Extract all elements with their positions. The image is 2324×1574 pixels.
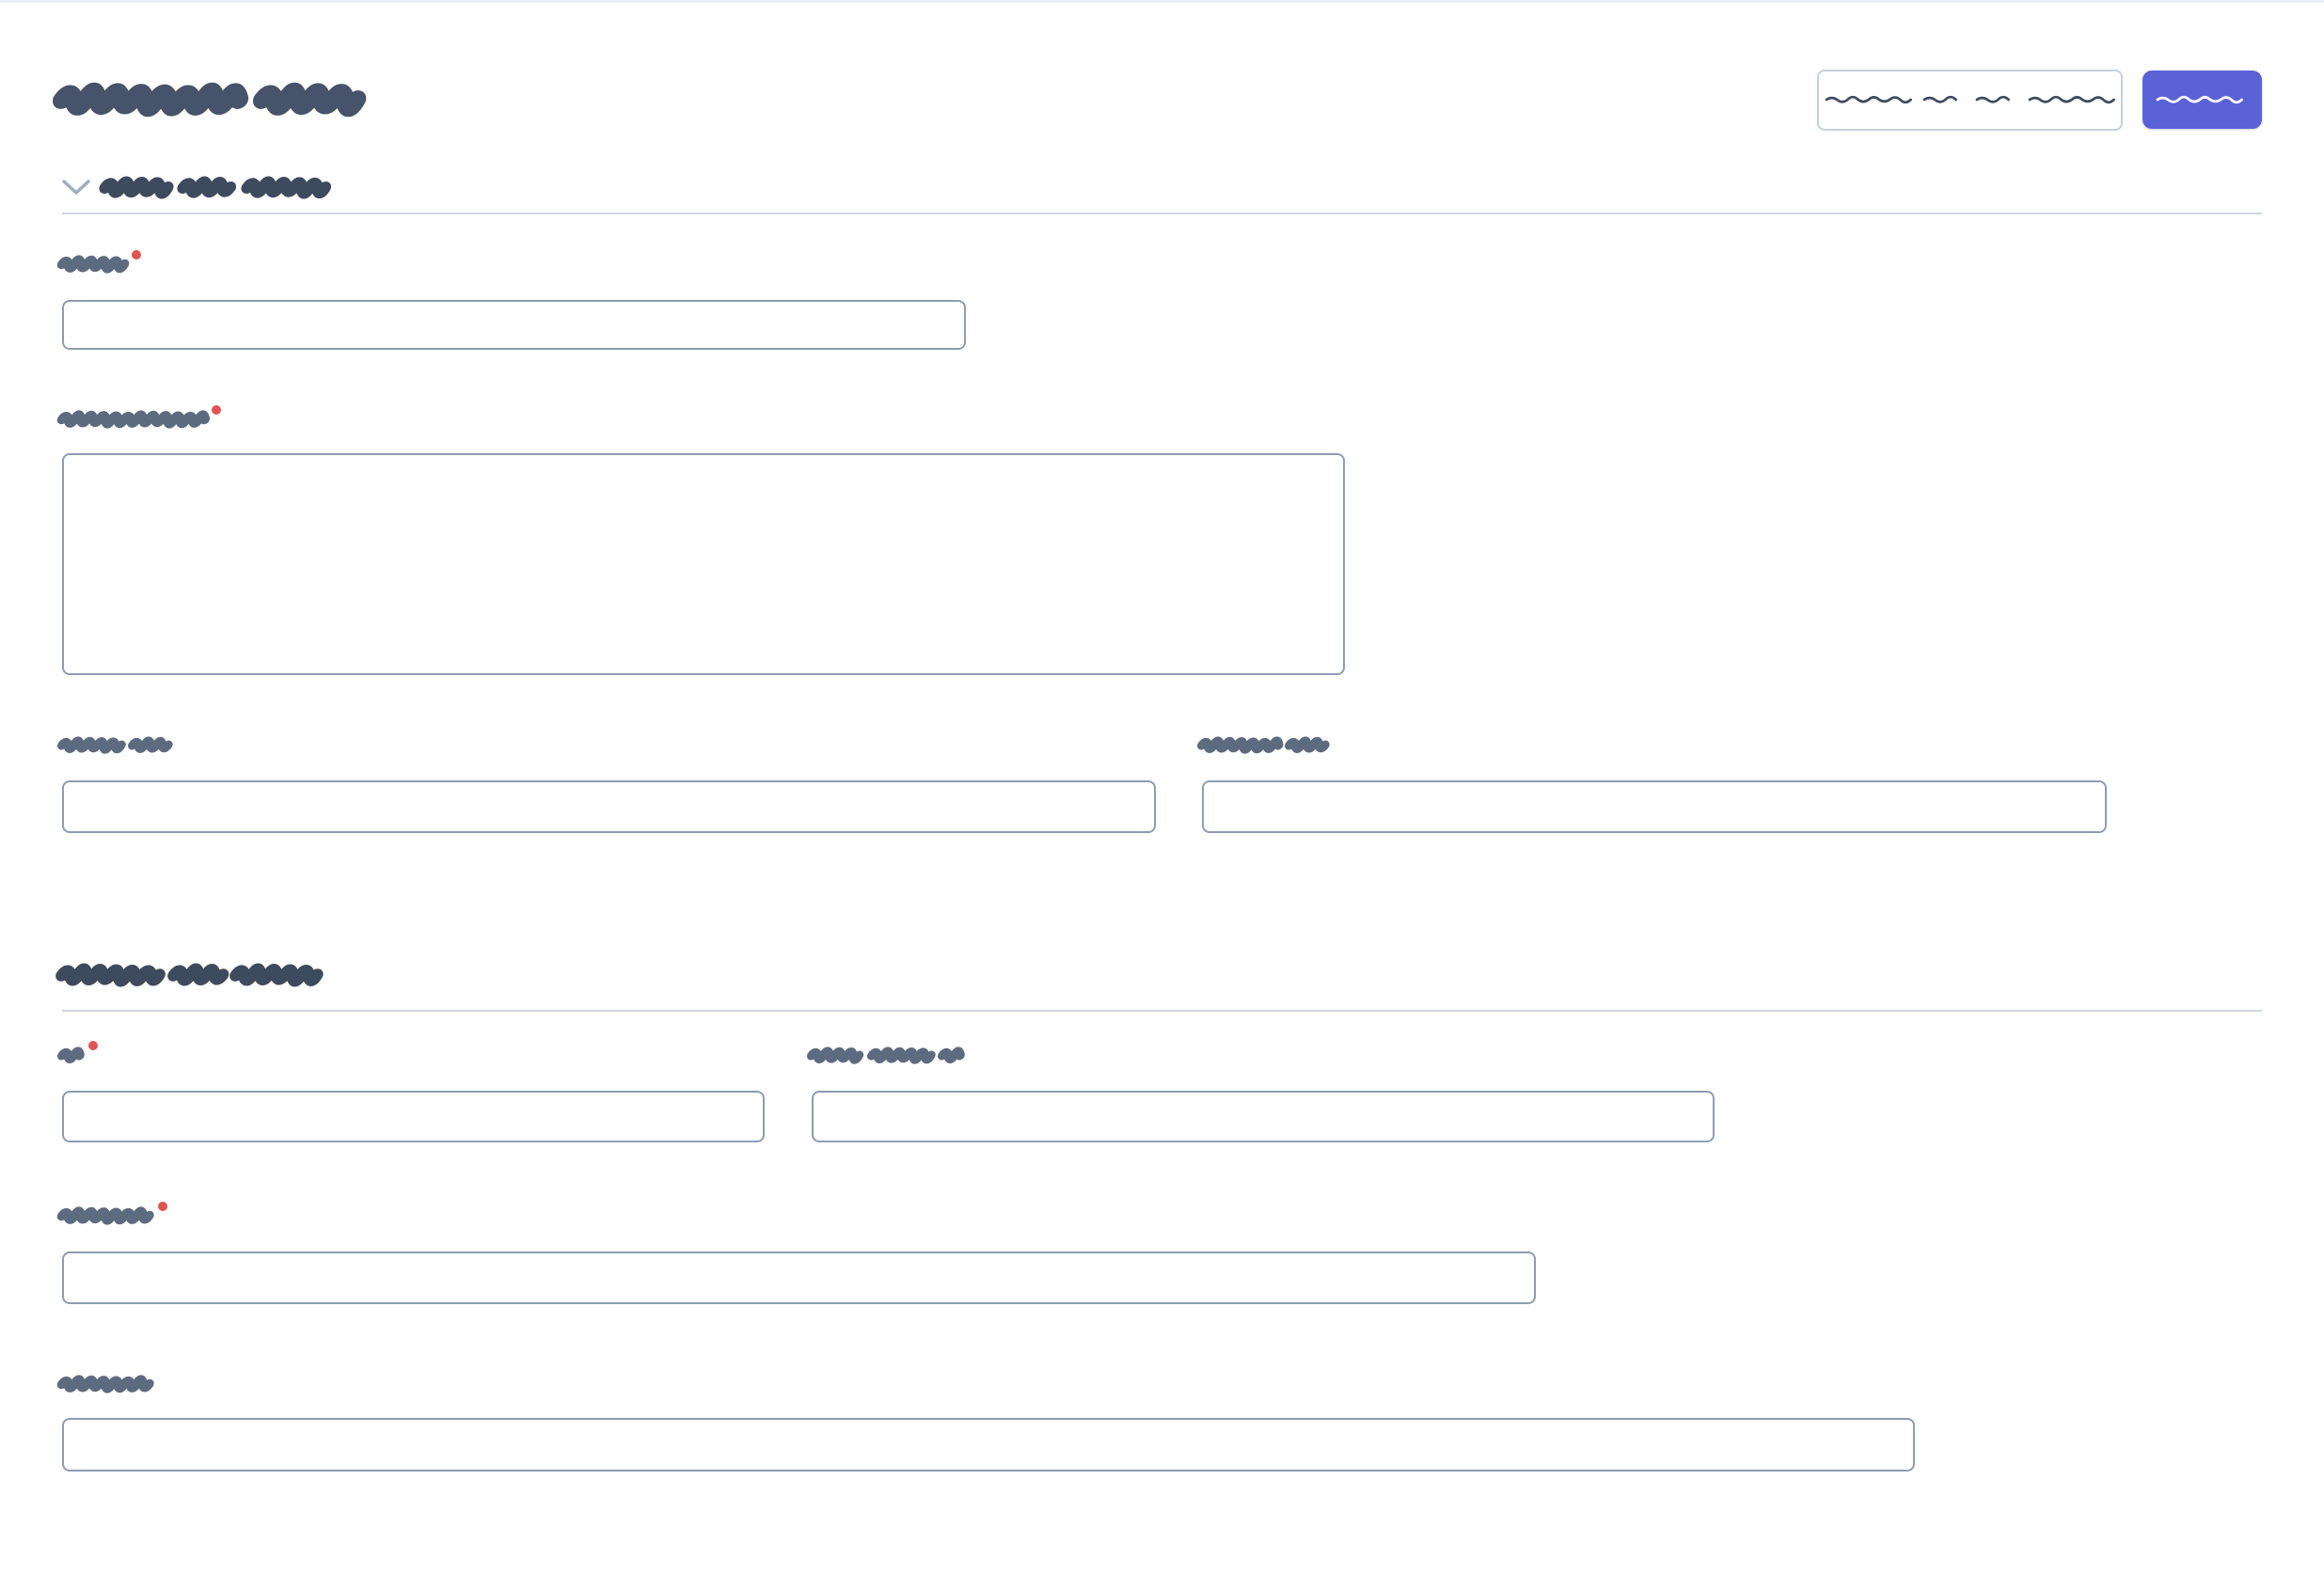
field-6-label-text xyxy=(806,1046,965,1064)
page-header xyxy=(52,69,2262,131)
field-2-label-text xyxy=(56,410,211,429)
search-placeholder-text xyxy=(1825,92,2116,107)
field-4-label xyxy=(1196,735,2107,754)
field-8 xyxy=(56,1375,2262,1472)
section-2-divider xyxy=(62,1010,2262,1012)
required-indicator xyxy=(88,1041,98,1050)
field-5-label-text xyxy=(56,1046,85,1064)
required-indicator xyxy=(212,405,221,415)
field-row-1 xyxy=(56,735,2262,833)
field-8-label-text xyxy=(56,1375,154,1393)
field-8-input[interactable] xyxy=(62,1418,1915,1472)
search-input[interactable] xyxy=(1817,69,2123,131)
field-2 xyxy=(56,405,2262,675)
chevron-down-icon xyxy=(62,180,90,195)
section-1-divider xyxy=(62,212,2262,214)
field-5-label xyxy=(56,1041,765,1064)
field-1-label-text xyxy=(56,255,130,274)
field-5 xyxy=(56,1041,765,1142)
page-title xyxy=(52,82,368,118)
section-1-header[interactable] xyxy=(62,176,2262,199)
field-8-label xyxy=(56,1375,2262,1393)
field-2-textarea[interactable] xyxy=(62,453,1345,675)
field-4 xyxy=(1196,735,2107,833)
section-1-title xyxy=(99,176,332,199)
section-2 xyxy=(55,963,2262,1472)
submit-button[interactable] xyxy=(2142,71,2262,129)
field-3-label xyxy=(56,735,1156,754)
field-2-label xyxy=(56,405,2262,429)
field-6-label xyxy=(806,1046,1715,1064)
required-indicator xyxy=(132,250,141,260)
field-1-input[interactable] xyxy=(62,300,966,350)
field-3-input[interactable] xyxy=(62,780,1156,833)
section-2-title xyxy=(55,963,324,987)
field-7-input[interactable] xyxy=(62,1251,1536,1304)
field-7-label-text xyxy=(56,1206,154,1225)
field-6 xyxy=(806,1046,1715,1142)
field-7-label xyxy=(56,1202,2262,1225)
field-3-label-text xyxy=(56,735,173,754)
top-accent-strip xyxy=(0,0,2324,3)
field-7 xyxy=(56,1202,2262,1304)
field-row-2 xyxy=(56,1041,2262,1142)
section-1 xyxy=(56,176,2262,833)
section-2-header[interactable] xyxy=(55,963,2262,987)
field-5-input[interactable] xyxy=(62,1091,765,1142)
field-3 xyxy=(56,735,1156,833)
field-1-label xyxy=(56,250,2262,274)
field-4-label-text xyxy=(1196,735,1330,754)
field-1 xyxy=(56,250,2262,350)
field-4-input[interactable] xyxy=(1202,780,2107,833)
field-6-input[interactable] xyxy=(812,1091,1715,1142)
header-actions xyxy=(1817,69,2262,131)
required-indicator xyxy=(158,1202,167,1211)
submit-button-label xyxy=(2156,92,2247,107)
